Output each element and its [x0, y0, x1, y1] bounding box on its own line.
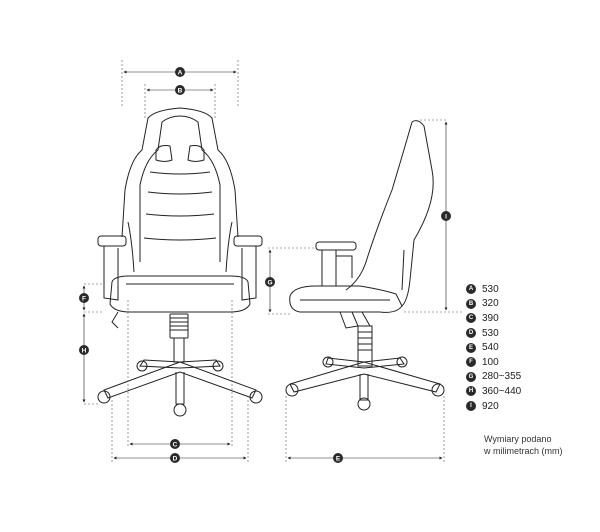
badge-e: E — [333, 453, 343, 463]
badge-h-letter: H — [82, 348, 87, 355]
legend-value-a: 530 — [482, 283, 499, 295]
legend-badge-d: D — [466, 328, 476, 339]
badge-b: B — [175, 85, 185, 95]
badge-a: A — [175, 67, 185, 77]
legend-row-e: E 540 — [466, 340, 521, 355]
legend-value-b: 320 — [482, 298, 499, 310]
badge-g: G — [265, 277, 275, 287]
legend-row-f: F 100 — [466, 355, 521, 370]
legend-value-c: 390 — [482, 312, 499, 324]
legend-badge-g: G — [466, 371, 476, 382]
badge-g-letter: G — [267, 280, 272, 287]
badge-a-letter: A — [178, 70, 183, 77]
legend-value-h: 360~440 — [482, 385, 522, 397]
badge-d-letter: D — [173, 456, 178, 463]
legend-value-g: 280~355 — [482, 371, 522, 383]
legend-badge-f: F — [466, 357, 476, 368]
legend-badge-c: C — [466, 313, 476, 324]
legend-badge-a: A — [466, 284, 476, 295]
legend-badge-i: I — [466, 401, 476, 412]
badge-b-letter: B — [178, 88, 183, 95]
units-note: Wymiary podano w milimetrach (mm) — [484, 433, 563, 457]
legend-value-i: 920 — [482, 400, 499, 412]
units-note-line2: w milimetrach (mm) — [484, 446, 563, 456]
legend-row-d: D 530 — [466, 326, 521, 341]
legend-value-f: 100 — [482, 356, 499, 368]
badge-e-letter: E — [336, 456, 341, 463]
legend-badge-e: E — [466, 342, 476, 353]
legend-row-a: A 530 — [466, 282, 521, 297]
badge-f: F — [79, 293, 89, 303]
side-view-chair — [285, 120, 445, 411]
side-dimension-lines — [268, 119, 462, 462]
front-dimension-lines — [82, 60, 249, 462]
badge-i: I — [441, 211, 451, 221]
badge-c-letter: C — [173, 442, 178, 449]
badge-h: H — [79, 345, 89, 355]
badge-c: C — [170, 439, 180, 449]
legend-value-e: 540 — [482, 342, 499, 354]
legend-row-g: G 280~355 — [466, 370, 521, 385]
legend-value-d: 530 — [482, 327, 499, 339]
legend-badge-h: H — [466, 386, 476, 397]
badge-i-letter: I — [445, 214, 447, 221]
dimension-legend: A 530 B 320 C 390 D 530 E 540 F 100 G 280~355 H… — [466, 282, 521, 413]
badge-f-letter: F — [82, 296, 86, 303]
legend-row-i: I 920 — [466, 399, 521, 414]
units-note-line1: Wymiary podano — [484, 434, 552, 444]
legend-badge-b: B — [466, 298, 476, 309]
front-view-chair — [97, 107, 263, 417]
legend-row-h: H 360~440 — [466, 384, 521, 399]
badge-d: D — [170, 453, 180, 463]
legend-row-b: B 320 — [466, 297, 521, 312]
legend-row-c: C 390 — [466, 311, 521, 326]
